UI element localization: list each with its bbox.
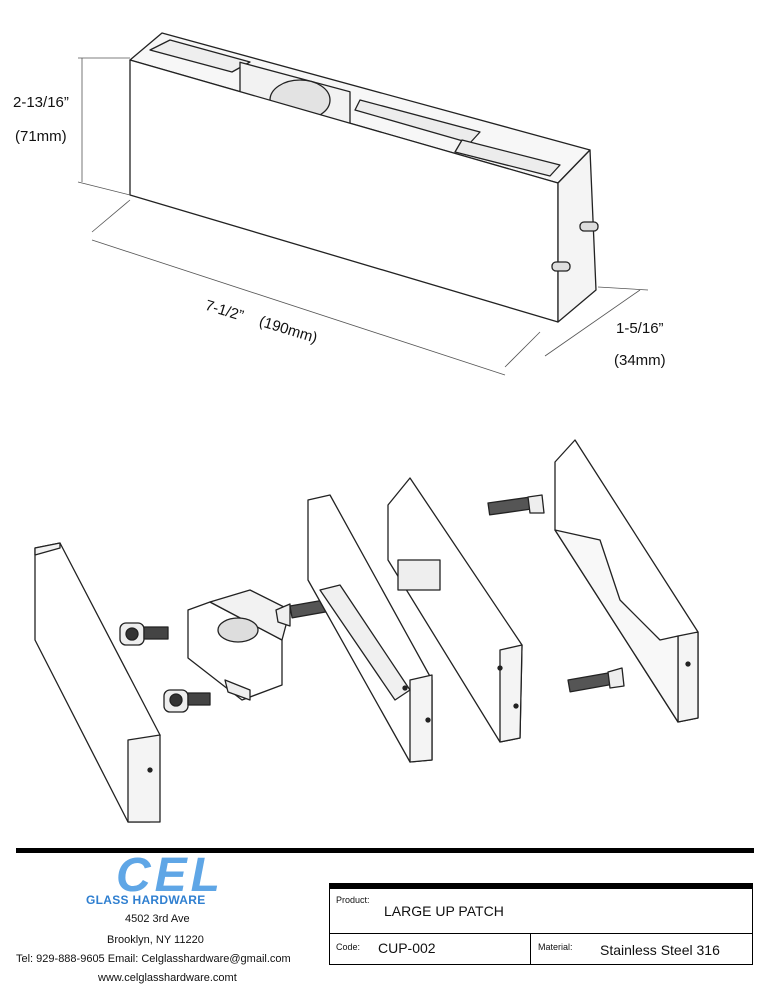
left-cover-plate	[34, 542, 161, 823]
depth-mm-label: (34mm)	[614, 352, 666, 369]
socket-screw-bottom	[163, 689, 211, 713]
address-street: 4502 3rd Ave	[125, 913, 190, 925]
inner-clamp-plate	[387, 477, 523, 743]
height-mm-label: (71mm)	[15, 128, 67, 145]
height-inch-label: 2-13/16”	[13, 94, 69, 111]
website: www.celglasshardware.comt	[98, 972, 237, 984]
title-block-column-divider	[530, 933, 531, 964]
material-value: Stainless Steel 316	[600, 942, 720, 958]
code-label: Code:	[336, 942, 361, 952]
address-city: Brooklyn, NY 11220	[107, 934, 204, 946]
company-logo-subtitle: GLASS HARDWARE	[86, 893, 206, 907]
contact-info: Tel: 929-888-9605 Email: Celglasshardwar…	[16, 953, 291, 965]
depth-inch-label: 1-5/16”	[616, 320, 664, 337]
middle-plate	[307, 494, 433, 763]
product-label: Product:	[336, 895, 370, 905]
code-value: CUP-002	[378, 940, 436, 956]
socket-screw-top	[119, 622, 169, 646]
company-logo: CEL	[116, 849, 224, 902]
assembled-patch-fitting	[129, 32, 599, 323]
pivot-housing	[187, 589, 291, 701]
flat-head-screw-top	[487, 494, 545, 516]
flat-head-screw-bottom	[567, 667, 625, 693]
title-block-divider	[330, 933, 752, 934]
title-block: Product: LARGE UP PATCH Code: CUP-002 Ma…	[329, 883, 753, 965]
product-value: LARGE UP PATCH	[384, 903, 504, 919]
material-label: Material:	[538, 942, 573, 952]
technical-drawing	[34, 32, 699, 823]
back-plate	[554, 439, 699, 723]
footer-divider	[16, 848, 754, 853]
